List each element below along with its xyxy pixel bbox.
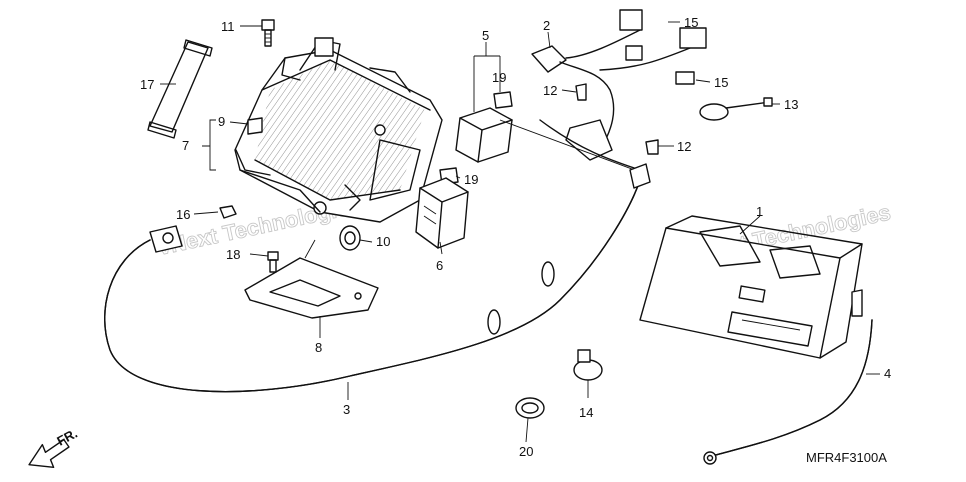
callout-11: 11 [221,19,235,34]
callout-18: 18 [226,247,240,262]
part-19-relay-socket-upper [493,91,513,109]
callout-2: 2 [543,18,550,33]
part-17-rubber-strap [147,39,213,139]
callout-17: 17 [140,77,154,92]
callout-8: 8 [315,340,322,355]
callout-19-lower: 19 [464,172,478,187]
part-6-fuse-box [415,177,469,249]
callout-1: 1 [756,204,763,219]
part-8-bracket [244,239,379,319]
part-7-battery-box [234,37,443,223]
callout-9: 9 [218,114,225,129]
callout-15-upper: 15 [684,15,698,30]
leader-lines [160,21,880,443]
part-15-connector [675,71,695,85]
part-12-clip-upper [575,83,587,101]
part-14-clamp [573,349,603,381]
callout-6: 6 [436,258,443,273]
callout-19-upper: 19 [492,70,506,85]
part-1-battery [639,215,863,359]
callout-16: 16 [176,207,190,222]
callout-13: 13 [784,97,798,112]
part-2-sub-harness [499,9,707,173]
part-3-battery-cable [104,163,651,393]
callout-20: 20 [519,444,533,459]
part-13-cable-tie [699,97,773,121]
callout-7: 7 [182,138,189,153]
callout-14: 14 [579,405,593,420]
front-direction-arrow: FR. [28,426,80,469]
callout-10: 10 [376,234,390,249]
part-18-bolt [267,251,279,273]
part-5-relay [455,107,513,163]
callout-15-lower: 15 [714,75,728,90]
callout-5: 5 [482,28,489,43]
part-12-clip-right [645,139,659,155]
part-9-clip [247,117,263,135]
part-10-grommet [339,225,361,251]
callout-12-right: 12 [677,139,691,154]
part-11-bolt [261,19,275,47]
callout-3: 3 [343,402,350,417]
diagram-code: MFR4F3100A [806,450,887,465]
part-20-clamp [515,397,545,419]
callout-12-upper: 12 [543,83,557,98]
part-4-negative-cable [703,289,873,465]
callout-4: 4 [884,366,891,381]
callout-labels: 1 2 3 4 5 6 7 8 9 10 11 12 12 13 14 15 1… [140,15,891,459]
part-16-cap [219,205,237,219]
